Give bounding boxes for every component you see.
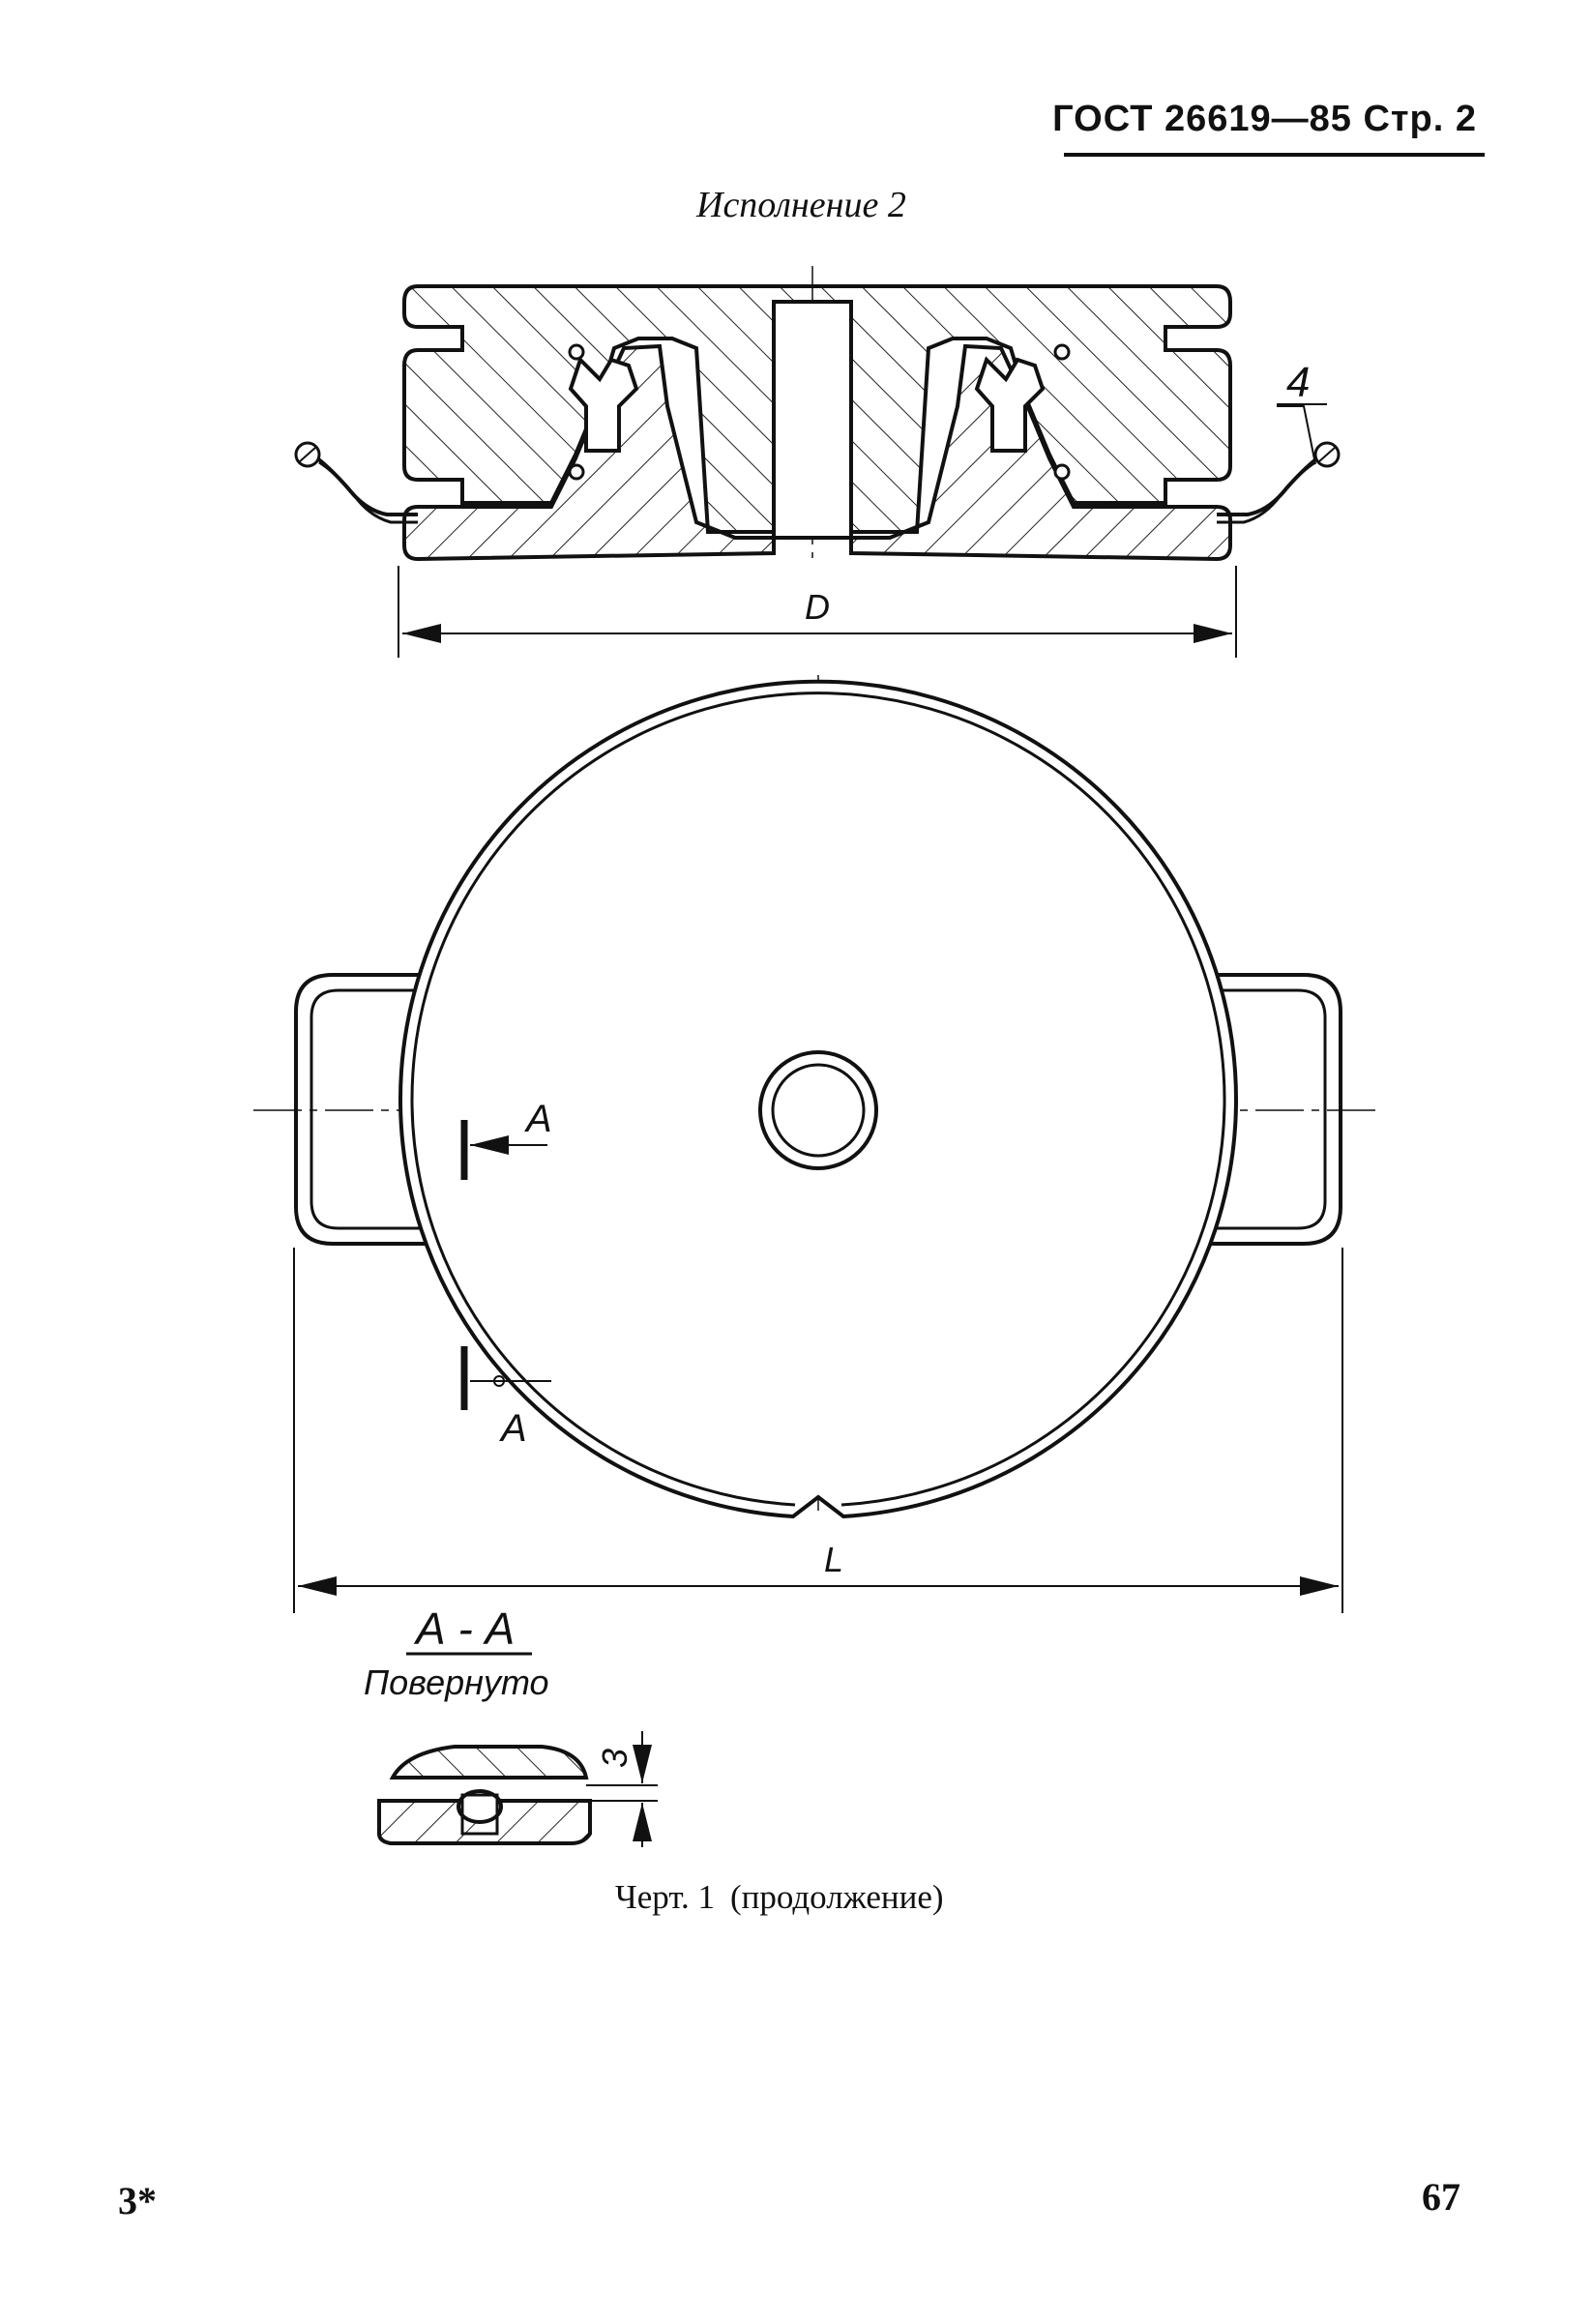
dimension-d-label: D <box>805 587 830 627</box>
plan-central-hub-inner <box>771 1063 866 1158</box>
seal-left <box>568 356 639 453</box>
section-aa-detail <box>377 1731 658 1847</box>
header-rule <box>1064 153 1485 157</box>
figure-caption-note: (продолжение) <box>729 1878 944 1916</box>
section-aa-note: Повернуто <box>364 1662 549 1702</box>
lower-body-right <box>849 343 1232 562</box>
standard-reference: ГОСТ 26619—85 Стр. 2 <box>1052 99 1477 139</box>
plan-left-handle <box>294 973 431 1246</box>
position-4-leader <box>1277 405 1316 465</box>
section-view <box>294 266 1341 566</box>
central-bore <box>772 300 853 540</box>
plan-central-hub-outer <box>758 1050 878 1170</box>
footer-sheet-mark: 3* <box>118 2179 157 2222</box>
seal-right <box>974 356 1046 453</box>
position-4-label: 4 <box>1286 359 1310 406</box>
plan-disk-inner <box>410 691 1226 1507</box>
section-marker-upper-label: A <box>524 1098 552 1140</box>
page-header: ГОСТ 26619—85 Стр. 2 <box>1052 99 1485 157</box>
figure-caption: Черт. 1 (продолжение) <box>615 1878 944 1917</box>
section-marker-lower-label: A <box>499 1407 527 1450</box>
dimension-l-label: L <box>824 1540 843 1579</box>
variant-title: Исполнение 2 <box>696 185 906 225</box>
figure-caption-label: Черт. 1 <box>615 1878 715 1916</box>
section-aa-dim-label: 3 <box>595 1749 634 1768</box>
plan-view <box>253 675 1383 1519</box>
footer-page-number: 67 <box>1422 2175 1460 2219</box>
dimension-d <box>398 566 1237 658</box>
dimension-l <box>293 1248 1343 1613</box>
section-aa-title: А - А <box>413 1603 515 1654</box>
plan-right-handle <box>1205 973 1342 1246</box>
